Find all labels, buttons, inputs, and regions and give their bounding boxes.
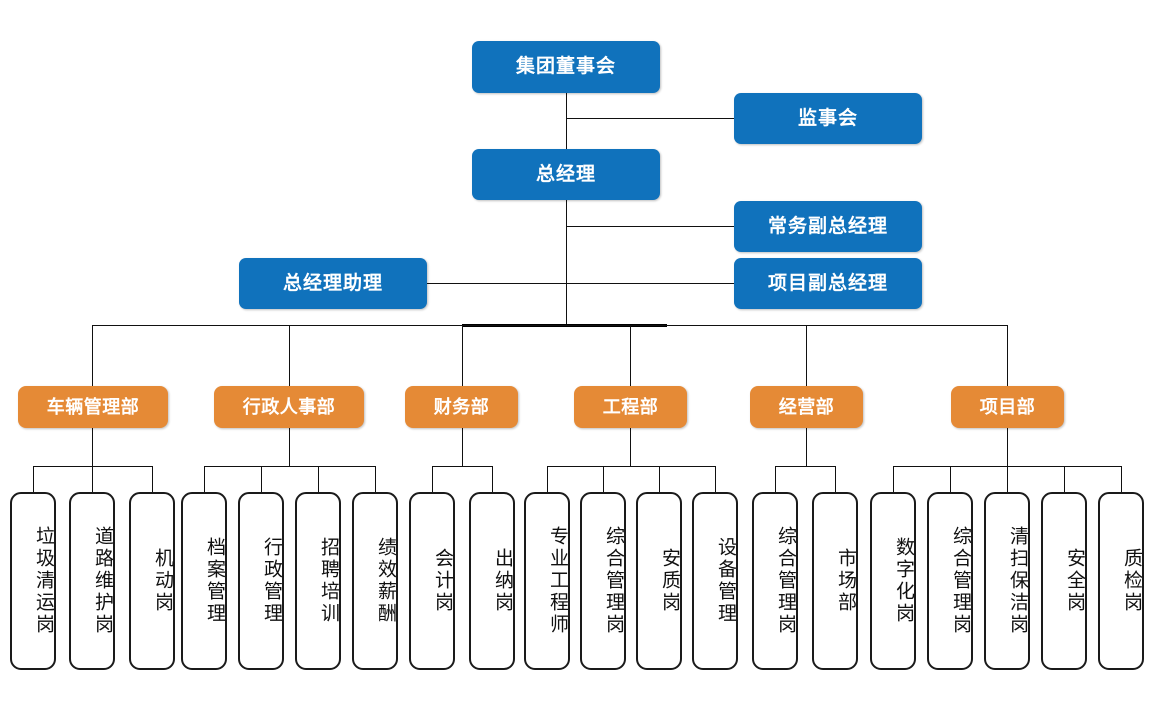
node-department-finance[interactable]: 财务部	[405, 386, 518, 428]
node-position-project-2[interactable]: 综合管理岗	[927, 492, 973, 670]
connector-leg-vehicle-1	[33, 466, 34, 492]
node-position-project-1[interactable]: 数字化岗	[870, 492, 916, 670]
connector-leg-engineering-3	[659, 466, 660, 492]
connector-leg-project-2	[950, 466, 951, 492]
connector-drop-admin-dept	[289, 325, 290, 386]
connector-leg-finance-1	[432, 466, 433, 492]
connector-leg-admin-2	[261, 466, 262, 492]
connector-bar-finance	[432, 466, 493, 467]
connector-leg-vehicle-2	[92, 466, 93, 492]
connector-bar-admin	[204, 466, 375, 467]
connector-board-to-gm	[566, 92, 567, 150]
connector-stem-operations	[806, 427, 807, 466]
connector-stem-finance	[462, 427, 463, 466]
node-general-manager[interactable]: 总经理	[472, 149, 660, 200]
connector-leg-project-4	[1064, 466, 1065, 492]
connector-leg-admin-1	[204, 466, 205, 492]
node-project-deputy-gm[interactable]: 项目副总经理	[734, 258, 922, 309]
connector-drop-finance-dept	[462, 325, 463, 386]
node-department-project[interactable]: 项目部	[951, 386, 1064, 428]
node-position-engineering-4[interactable]: 设备管理	[692, 492, 738, 670]
node-position-vehicle-1[interactable]: 垃圾清运岗	[10, 492, 56, 670]
connector-stem-admin	[289, 427, 290, 466]
node-executive-deputy-gm[interactable]: 常务副总经理	[734, 201, 922, 252]
connector-department-bus	[92, 325, 1008, 326]
connector-leg-project-1	[893, 466, 894, 492]
connector-gm-trunk	[566, 199, 567, 325]
node-department-engineering[interactable]: 工程部	[574, 386, 687, 428]
connector-leg-finance-2	[492, 466, 493, 492]
node-position-project-4[interactable]: 安全岗	[1041, 492, 1087, 670]
connector-leg-operations-1	[775, 466, 776, 492]
connector-bar-engineering	[547, 466, 715, 467]
node-position-engineering-3[interactable]: 安质岗	[636, 492, 682, 670]
connector-leg-engineering-4	[715, 466, 716, 492]
connector-bar-operations	[775, 466, 836, 467]
node-position-vehicle-2[interactable]: 道路维护岗	[69, 492, 115, 670]
connector-stem-vehicle	[92, 427, 93, 466]
connector-board-to-supervisory	[566, 118, 734, 119]
node-position-engineering-1[interactable]: 专业工程师	[524, 492, 570, 670]
connector-leg-admin-4	[375, 466, 376, 492]
connector-gm-to-project-deputy	[566, 283, 734, 284]
node-position-finance-1[interactable]: 会计岗	[409, 492, 455, 670]
connector-leg-engineering-2	[603, 466, 604, 492]
connector-leg-project-5	[1121, 466, 1122, 492]
node-department-admin-hr[interactable]: 行政人事部	[214, 386, 364, 428]
node-position-operations-2[interactable]: 市场部	[812, 492, 858, 670]
connector-drop-engineering-dept	[630, 325, 631, 386]
node-position-admin-3[interactable]: 招聘培训	[295, 492, 341, 670]
connector-drop-vehicle-dept	[92, 325, 93, 386]
connector-leg-admin-3	[318, 466, 319, 492]
connector-drop-project-dept	[1007, 325, 1008, 386]
node-department-vehicle-management[interactable]: 车辆管理部	[18, 386, 168, 428]
connector-gm-to-assistant	[425, 283, 567, 284]
connector-leg-operations-2	[835, 466, 836, 492]
node-supervisory-board[interactable]: 监事会	[734, 93, 922, 144]
connector-drop-operations-dept	[806, 325, 807, 386]
node-position-engineering-2[interactable]: 综合管理岗	[580, 492, 626, 670]
node-position-finance-2[interactable]: 出纳岗	[469, 492, 515, 670]
node-gm-assistant[interactable]: 总经理助理	[239, 258, 427, 309]
connector-bar-vehicle	[33, 466, 153, 467]
node-department-operations[interactable]: 经营部	[750, 386, 863, 428]
connector-leg-project-3	[1007, 466, 1008, 492]
connector-gm-to-exec-deputy	[566, 226, 734, 227]
connector-stem-project	[1007, 427, 1008, 466]
connector-stem-engineering	[630, 427, 631, 466]
node-position-project-5[interactable]: 质检岗	[1098, 492, 1144, 670]
node-group-board[interactable]: 集团董事会	[472, 41, 660, 93]
node-position-operations-1[interactable]: 综合管理岗	[752, 492, 798, 670]
node-position-admin-2[interactable]: 行政管理	[238, 492, 284, 670]
node-position-admin-4[interactable]: 绩效薪酬	[352, 492, 398, 670]
connector-leg-vehicle-3	[152, 466, 153, 492]
node-position-vehicle-3[interactable]: 机动岗	[129, 492, 175, 670]
connector-leg-engineering-1	[547, 466, 548, 492]
node-position-admin-1[interactable]: 档案管理	[181, 492, 227, 670]
node-position-project-3[interactable]: 清扫保洁岗	[984, 492, 1030, 670]
